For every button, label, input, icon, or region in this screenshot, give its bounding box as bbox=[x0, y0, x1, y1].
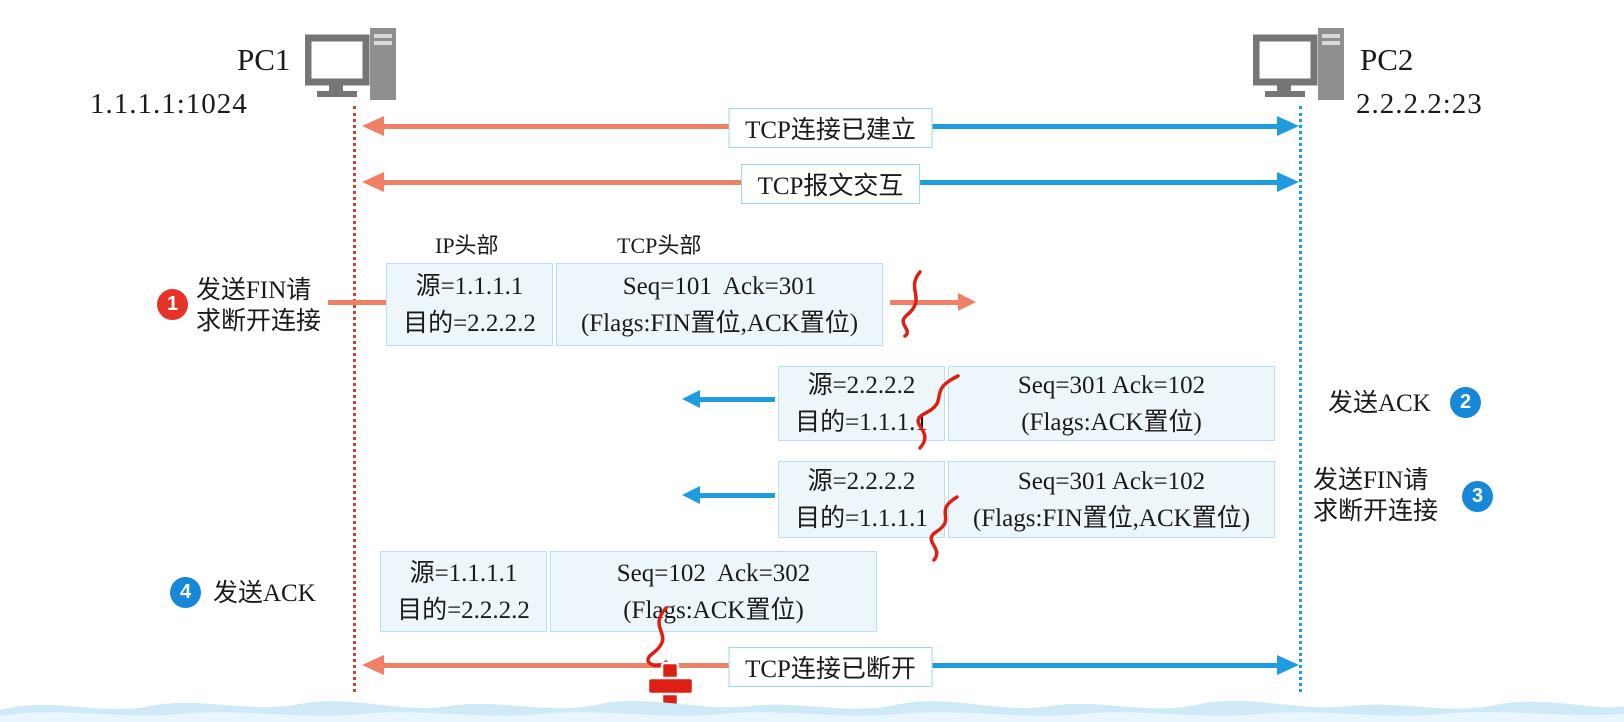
tcp-established-label: TCP连接已建立 bbox=[728, 108, 933, 148]
step-2-badge: 2 bbox=[1450, 387, 1481, 418]
step-2-label-line1: 发送ACK bbox=[1328, 390, 1431, 417]
step-1-tcp-header-box: Seq=101 Ack=301 (Flags:FIN置位,ACK置位) bbox=[556, 263, 883, 346]
step-1-label: 发送FIN请 求断开连接 bbox=[196, 275, 321, 337]
step-3-ip-dst: 目的=1.1.1.1 bbox=[795, 504, 928, 532]
step-4-flags: (Flags:ACK置位) bbox=[623, 596, 804, 624]
step-3-message: 源=2.2.2.2 目的=1.1.1.1 Seq=301 Ack=102 (Fl… bbox=[778, 461, 1275, 538]
step-1-ip-header-box: 源=1.1.1.1 目的=2.2.2.2 bbox=[386, 263, 553, 346]
step-1-label-line2: 求断开连接 bbox=[196, 308, 322, 335]
arrow-tcp-established: TCP连接已建立 bbox=[362, 108, 1299, 148]
arrow-tcp-exchange: TCP报文交互 bbox=[362, 164, 1299, 204]
step-1-badge: 1 bbox=[157, 289, 188, 320]
step-4-ip-header-box: 源=1.1.1.1 目的=2.2.2.2 bbox=[380, 551, 547, 632]
step-1-label-line1: 发送FIN请 bbox=[196, 277, 312, 304]
step-1-message: 源=1.1.1.1 目的=2.2.2.2 Seq=101 Ack=301 (Fl… bbox=[386, 263, 883, 346]
pc2-computer-icon bbox=[1253, 28, 1344, 100]
step-4-ip-src: 源=1.1.1.1 bbox=[409, 559, 518, 587]
pc1-address: 1.1.1.1:1024 bbox=[90, 88, 248, 120]
step-4-badge: 4 bbox=[170, 577, 201, 608]
ip-header-label: IP头部 bbox=[435, 233, 499, 258]
step-3-label: 发送FIN请 求断开连接 bbox=[1313, 465, 1438, 527]
step-2-ip-src: 源=2.2.2.2 bbox=[807, 371, 916, 399]
arrowhead-left-icon bbox=[362, 655, 384, 675]
step-1-connector bbox=[328, 300, 387, 305]
bottom-wave-decoration bbox=[0, 700, 1624, 722]
arrowhead-right-icon bbox=[1277, 116, 1299, 136]
tcp-closed-label: TCP连接已断开 bbox=[728, 647, 933, 687]
arrowhead-left-icon bbox=[362, 116, 384, 136]
step-4-message: 源=1.1.1.1 目的=2.2.2.2 Seq=102 Ack=302 (Fl… bbox=[380, 551, 877, 632]
step-3-flags: (Flags:FIN置位,ACK置位) bbox=[972, 504, 1251, 532]
step-1-ip-src: 源=1.1.1.1 bbox=[415, 272, 524, 300]
pc2-lifeline bbox=[1299, 106, 1302, 692]
step-4-label-line1: 发送ACK bbox=[213, 580, 316, 607]
arrow-tcp-closed: TCP连接已断开 bbox=[362, 647, 1299, 687]
pc1-lifeline bbox=[353, 106, 356, 692]
arrow-right-segment bbox=[830, 124, 1283, 129]
step-3-seq-ack: Seq=301 Ack=102 bbox=[1017, 467, 1206, 495]
step-1-flags: (Flags:FIN置位,ACK置位) bbox=[580, 309, 859, 337]
arrow-left-segment bbox=[378, 180, 831, 185]
step-2-tcp-header-box: Seq=301 Ack=102 (Flags:ACK置位) bbox=[948, 366, 1275, 441]
pc2-name: PC2 bbox=[1360, 42, 1414, 77]
tcp-exchange-label: TCP报文交互 bbox=[740, 164, 921, 204]
arrowhead-right-icon bbox=[1277, 655, 1299, 675]
step-3-badge: 3 bbox=[1462, 481, 1493, 512]
step-4-label: 发送ACK bbox=[213, 578, 316, 609]
step-1-seq-ack: Seq=101 Ack=301 bbox=[622, 272, 817, 300]
arrow-right-segment bbox=[830, 663, 1283, 668]
step-1-ip-dst: 目的=2.2.2.2 bbox=[403, 309, 536, 337]
pc1-name: PC1 bbox=[237, 42, 291, 77]
step-2-ip-dst: 目的=1.1.1.1 bbox=[795, 408, 928, 436]
step-2-ip-header-box: 源=2.2.2.2 目的=1.1.1.1 bbox=[778, 366, 945, 441]
step-3-ip-header-box: 源=2.2.2.2 目的=1.1.1.1 bbox=[778, 461, 945, 538]
step-3-ip-src: 源=2.2.2.2 bbox=[807, 467, 916, 495]
step-4-ip-dst: 目的=2.2.2.2 bbox=[397, 596, 530, 624]
arrowhead-right-icon bbox=[958, 293, 976, 311]
pc1-computer-icon bbox=[305, 28, 396, 100]
step-1-arrow bbox=[890, 293, 976, 311]
step-2-flags: (Flags:ACK置位) bbox=[1021, 408, 1202, 436]
step-2-seq-ack: Seq=301 Ack=102 bbox=[1017, 371, 1206, 399]
step-4-tcp-header-box: Seq=102 Ack=302 (Flags:ACK置位) bbox=[550, 551, 877, 632]
step-4-seq-ack: Seq=102 Ack=302 bbox=[616, 559, 811, 587]
step-2-arrow bbox=[682, 390, 775, 408]
arrow-left-segment bbox=[378, 124, 831, 129]
step-3-arrow bbox=[682, 486, 775, 504]
step-3-label-line1: 发送FIN请 bbox=[1313, 467, 1429, 494]
arrowhead-left-icon bbox=[682, 486, 700, 504]
arrowhead-left-icon bbox=[682, 390, 700, 408]
step-2-label: 发送ACK bbox=[1328, 388, 1431, 419]
step-3-tcp-header-box: Seq=301 Ack=102 (Flags:FIN置位,ACK置位) bbox=[948, 461, 1275, 538]
arrowhead-left-icon bbox=[362, 172, 384, 192]
arrow-right-segment bbox=[830, 180, 1283, 185]
step-3-label-line2: 求断开连接 bbox=[1313, 498, 1439, 525]
step-2-message: 源=2.2.2.2 目的=1.1.1.1 Seq=301 Ack=102 (Fl… bbox=[778, 366, 1275, 441]
arrow-left-segment bbox=[378, 663, 831, 668]
tcp-header-label: TCP头部 bbox=[617, 233, 702, 258]
arrowhead-right-icon bbox=[1277, 172, 1299, 192]
pc2-address: 2.2.2.2:23 bbox=[1356, 88, 1483, 120]
